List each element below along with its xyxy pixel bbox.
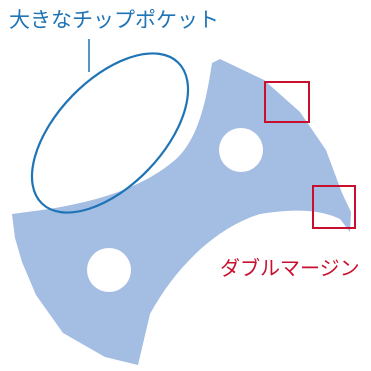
chip-pocket-ellipse: [30, 52, 190, 214]
insert-hole-lower: [87, 248, 131, 292]
insert-hole-upper: [219, 128, 263, 172]
chip-pocket-label: 大きなチップポケット: [9, 8, 219, 32]
double-margin-label: ダブルマージン: [220, 256, 360, 280]
insert-body: [12, 59, 351, 365]
margin-box-lower: [312, 185, 356, 229]
margin-box-upper: [264, 81, 310, 123]
